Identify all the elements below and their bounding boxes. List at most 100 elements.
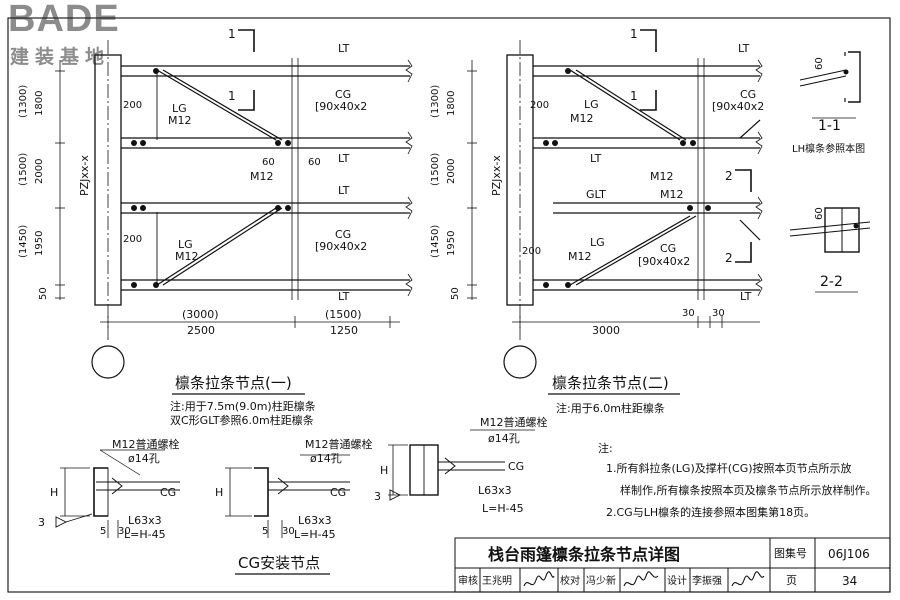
- dim-1500p: (1500): [430, 153, 441, 186]
- dim-1500p-b: (1500): [325, 308, 362, 321]
- dim-30: 30: [118, 526, 131, 537]
- section-2-2: 2-2: [820, 274, 843, 290]
- cg-section: [90x40x2: [712, 100, 764, 113]
- lt-label: LT: [338, 184, 350, 197]
- cg-angle-label: L63x3: [478, 484, 512, 497]
- checker-label: 校对: [560, 574, 580, 587]
- general-notes: 注: 1.所有斜拉条(LG)及撑杆(CG)按照本页节点所示放 样制作,所有檩条按…: [598, 441, 877, 519]
- cg-section: [90x40x2: [315, 100, 367, 113]
- cg-section: [90x40x2: [315, 240, 367, 253]
- diagonal-ties-one: [156, 69, 283, 286]
- dim-1800: 1800: [446, 91, 457, 116]
- designer-name: 李振强: [692, 574, 722, 587]
- reviewer-name: 王兆明: [482, 575, 512, 587]
- watermark-brand: BADE: [8, 0, 120, 40]
- dim-2000: 2000: [34, 159, 45, 184]
- purlins-two: [533, 65, 760, 291]
- atlas-number: 06J106: [828, 547, 870, 561]
- cg-hole-label: ø14孔: [488, 432, 520, 445]
- dim-30: 30: [712, 308, 725, 319]
- lt-label: LT: [338, 152, 350, 165]
- page-number: 34: [842, 574, 857, 588]
- m12-label: M12: [250, 170, 274, 183]
- cg-label: CG: [660, 242, 676, 255]
- dim-2000: 2000: [446, 159, 457, 184]
- dim-3000: 3000: [592, 324, 620, 337]
- cg-install-labels: M12普通螺栓 ø14孔 CG L63x3 L=H-45 H 3 5 30 M1…: [38, 415, 548, 575]
- section-mark-2: 2: [725, 251, 733, 265]
- dim-1250: 1250: [330, 324, 358, 337]
- designer-signature: [731, 571, 765, 587]
- dim-1950: 1950: [34, 231, 45, 256]
- drawing-title: 栈台雨篷檩条拉条节点详图: [488, 545, 680, 564]
- section-mark-2: 2: [725, 169, 733, 183]
- cg-angle-label: L63x3: [128, 514, 162, 527]
- cg-hole-label: ø14孔: [310, 452, 342, 465]
- cg-length-label: L=H-45: [294, 528, 336, 541]
- bolts-two: [543, 68, 711, 288]
- detail-one-labels: LT LT LT LT 1 1 LG M12 LG M12 M12 CG [90…: [18, 27, 367, 427]
- dim-5: 5: [100, 526, 106, 537]
- watermark-subtitle: 建装基地: [10, 46, 111, 68]
- cg-length-label: L=H-45: [482, 502, 524, 515]
- detail-one: [55, 29, 413, 379]
- designer-label: 设计: [667, 574, 687, 587]
- weld-label: 3: [38, 516, 45, 529]
- checker-name: 冯少新: [586, 574, 616, 587]
- section-mark: 1: [228, 27, 236, 41]
- column-label: PZJxx-x: [490, 155, 503, 196]
- m12-label: M12: [568, 250, 592, 263]
- dim-200: 200: [522, 246, 541, 257]
- notes-line-1: 1.所有斜拉条(LG)及撑杆(CG)按照本页节点所示放: [606, 461, 852, 475]
- cg-label: CG: [335, 228, 351, 241]
- dim-2500: 2500: [187, 324, 215, 337]
- checker-signature: [623, 571, 659, 587]
- page-label: 页: [786, 574, 797, 587]
- dim-50: 50: [450, 287, 461, 300]
- dim-5: 5: [262, 526, 268, 537]
- reviewer-label: 审核: [458, 574, 478, 587]
- detail-two: [467, 29, 763, 379]
- title-block-text: 栈台雨篷檩条拉条节点详图 图集号 06J106 页 34 审核 王兆明 校对 冯…: [458, 545, 870, 588]
- dim-60: 60: [308, 157, 321, 168]
- detail-one-note-2: 双C形GLT参照6.0m柱距檩条: [170, 413, 314, 427]
- dim-200: 200: [123, 100, 142, 111]
- dim-200: 200: [530, 100, 549, 111]
- cg-label: CG: [160, 486, 176, 499]
- detail-two-title: 檩条拉条节点(二): [552, 374, 669, 392]
- h-label: H: [215, 486, 223, 499]
- m12-label: M12: [660, 188, 684, 201]
- cg-length-label: L=H-45: [124, 528, 166, 541]
- lg-label: LG: [590, 236, 605, 249]
- cg-install-details: [55, 429, 535, 538]
- dim-30: 30: [282, 526, 295, 537]
- cg-label: CG: [330, 486, 346, 499]
- diagonal-ties-two: [569, 69, 761, 286]
- dim-200: 200: [123, 234, 142, 245]
- m12-label: M12: [175, 250, 199, 263]
- watermark-logo: BADE 建装基地: [8, 0, 148, 68]
- lt-label: LT: [338, 290, 350, 303]
- m12-label: M12: [168, 114, 192, 127]
- detail-one-note-1: 注:用于7.5m(9.0m)柱距檩条: [170, 399, 316, 413]
- bolts-one: [131, 68, 291, 288]
- cg-hole-label: ø14孔: [128, 452, 160, 465]
- cg-section: [90x40x2: [638, 255, 690, 268]
- section-mark: 1: [228, 89, 236, 103]
- notes-line-2: 样制作,所有檩条按照本页及檩条节点所示放样制作。: [620, 483, 877, 497]
- lg-label: LG: [584, 98, 599, 111]
- purlins-one: [121, 65, 410, 291]
- section-1-1: 1-1: [818, 118, 841, 134]
- cg-bolt-label: M12普通螺栓: [305, 437, 373, 451]
- cg-angle-label: L63x3: [298, 514, 332, 527]
- lt-label: LT: [738, 42, 750, 55]
- dim-1300p: (1300): [18, 85, 29, 118]
- section-dim-60: 60: [814, 207, 825, 220]
- detail-one-title: 檩条拉条节点(一): [175, 374, 292, 392]
- dim-1950: 1950: [446, 231, 457, 256]
- section-dim-60: 60: [814, 57, 825, 70]
- lt-label: LT: [740, 290, 752, 303]
- cg-label: CG: [740, 88, 756, 101]
- weld-label: 3: [374, 490, 381, 503]
